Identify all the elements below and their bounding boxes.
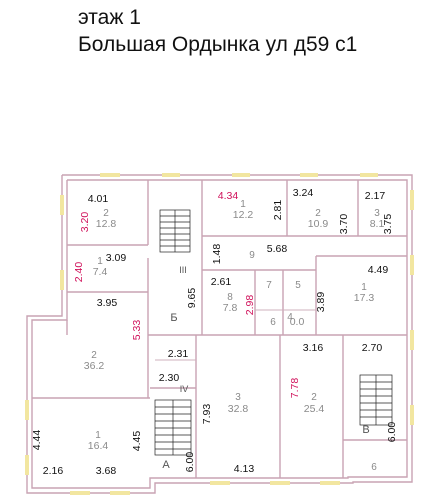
room-area: 12.2 (233, 209, 254, 221)
room-area: 16.4 (88, 440, 109, 452)
dimension-label: 4.45 (131, 431, 143, 452)
dimension-label: 1.48 (211, 244, 223, 265)
dimension-label-red: 3.20 (79, 212, 91, 233)
dimension-label: 4.44 (31, 430, 43, 451)
dimension-label: 3.24 (293, 187, 314, 199)
dimension-label-red: 2.98 (244, 295, 256, 316)
room-number: 1 (240, 199, 246, 210)
dimension-label: 2.31 (168, 348, 189, 360)
interior-walls (32, 180, 407, 478)
room-area: 32.8 (228, 403, 249, 415)
dimension-label-red: 7.78 (289, 378, 301, 399)
room-number: 1 (361, 282, 367, 293)
exterior-walls (26, 174, 413, 494)
dimension-label: 2.30 (159, 372, 180, 384)
dimension-label: 4.49 (368, 264, 389, 276)
roman-numeral-iii: III (179, 265, 187, 275)
dimension-label: 4.01 (88, 193, 109, 205)
room-area: 25.4 (304, 403, 325, 415)
dimension-label: 2.16 (43, 465, 64, 477)
room-number: 8 (227, 292, 233, 303)
dimension-label-red: 2.40 (73, 262, 85, 283)
dimension-label: 3.75 (382, 214, 394, 235)
dimension-label: 2.81 (272, 200, 284, 221)
room-number: 2 (315, 208, 321, 219)
dimension-label: 3.70 (338, 214, 350, 235)
stairs-lower-left (154, 399, 192, 456)
dimension-labels-vertical: 3.20 2.81 3.70 3.75 2.40 1.48 9.65 2.98 … (31, 200, 398, 473)
stairs-upper (159, 209, 191, 253)
room-area: 12.8 (96, 218, 117, 230)
dimension-label-red: 5.33 (131, 320, 143, 341)
room-labels: 2 12.8 1 12.2 2 10.9 3 8.1 1 7.4 9 8 7.8… (84, 199, 385, 473)
room-number: 2 (91, 350, 97, 361)
room-number: 4 (287, 312, 293, 323)
section-letters: Б А В III IV (162, 265, 369, 471)
room-area: 7.4 (93, 266, 108, 278)
room-number: 6 (270, 317, 276, 328)
dimension-label: 5.68 (267, 243, 288, 255)
room-number: 2 (103, 208, 109, 219)
dimension-label: 2.17 (365, 190, 386, 202)
room-area: 36.2 (84, 360, 105, 372)
dimension-label: 2.70 (362, 342, 383, 354)
dimension-label: 3.89 (315, 292, 327, 313)
floor-title: этаж 1 (78, 6, 141, 29)
room-area: 0.0 (290, 316, 305, 328)
room-number: 5 (295, 280, 301, 291)
room-number: 7 (266, 280, 272, 291)
room-area: 8.1 (370, 218, 385, 230)
dimension-label: 3.09 (106, 252, 127, 264)
dimension-label: 9.65 (186, 288, 198, 309)
dimension-labels: 4.01 4.34 3.24 2.17 3.09 5.68 4.49 3.95 … (43, 187, 389, 477)
dimension-label: 2.61 (211, 276, 232, 288)
roman-numeral-iv: IV (180, 384, 189, 394)
dimension-label: 6.00 (184, 452, 196, 473)
dimension-label: 6.00 (386, 422, 398, 443)
dimension-label: 3.16 (303, 342, 324, 354)
title-block: этаж 1 Большая Ордынка ул д59 с1 (78, 4, 357, 58)
windows (25, 173, 414, 495)
room-number: 9 (249, 250, 255, 261)
room-number: 1 (95, 430, 101, 441)
room-number: 1 (97, 256, 103, 267)
dimension-label: 3.68 (96, 465, 117, 477)
dimension-label: 4.13 (234, 463, 255, 475)
address-title: Большая Ордынка ул д59 с1 (78, 33, 358, 56)
room-area: 17.3 (354, 292, 375, 304)
room-number: 6 (371, 462, 377, 473)
room-area: 7.8 (223, 302, 238, 314)
section-letter-b: Б (170, 312, 177, 324)
room-number: 2 (311, 392, 317, 403)
section-letter-a: А (162, 459, 170, 471)
room-number: 3 (235, 392, 241, 403)
dimension-label-red: 4.34 (218, 190, 239, 202)
dimension-label: 3.95 (97, 297, 118, 309)
room-area: 10.9 (308, 218, 329, 230)
room-number: 3 (374, 208, 380, 219)
stairs-lower-right (359, 374, 393, 426)
dimension-label: 7.93 (201, 404, 213, 425)
section-letter-v: В (362, 424, 369, 436)
